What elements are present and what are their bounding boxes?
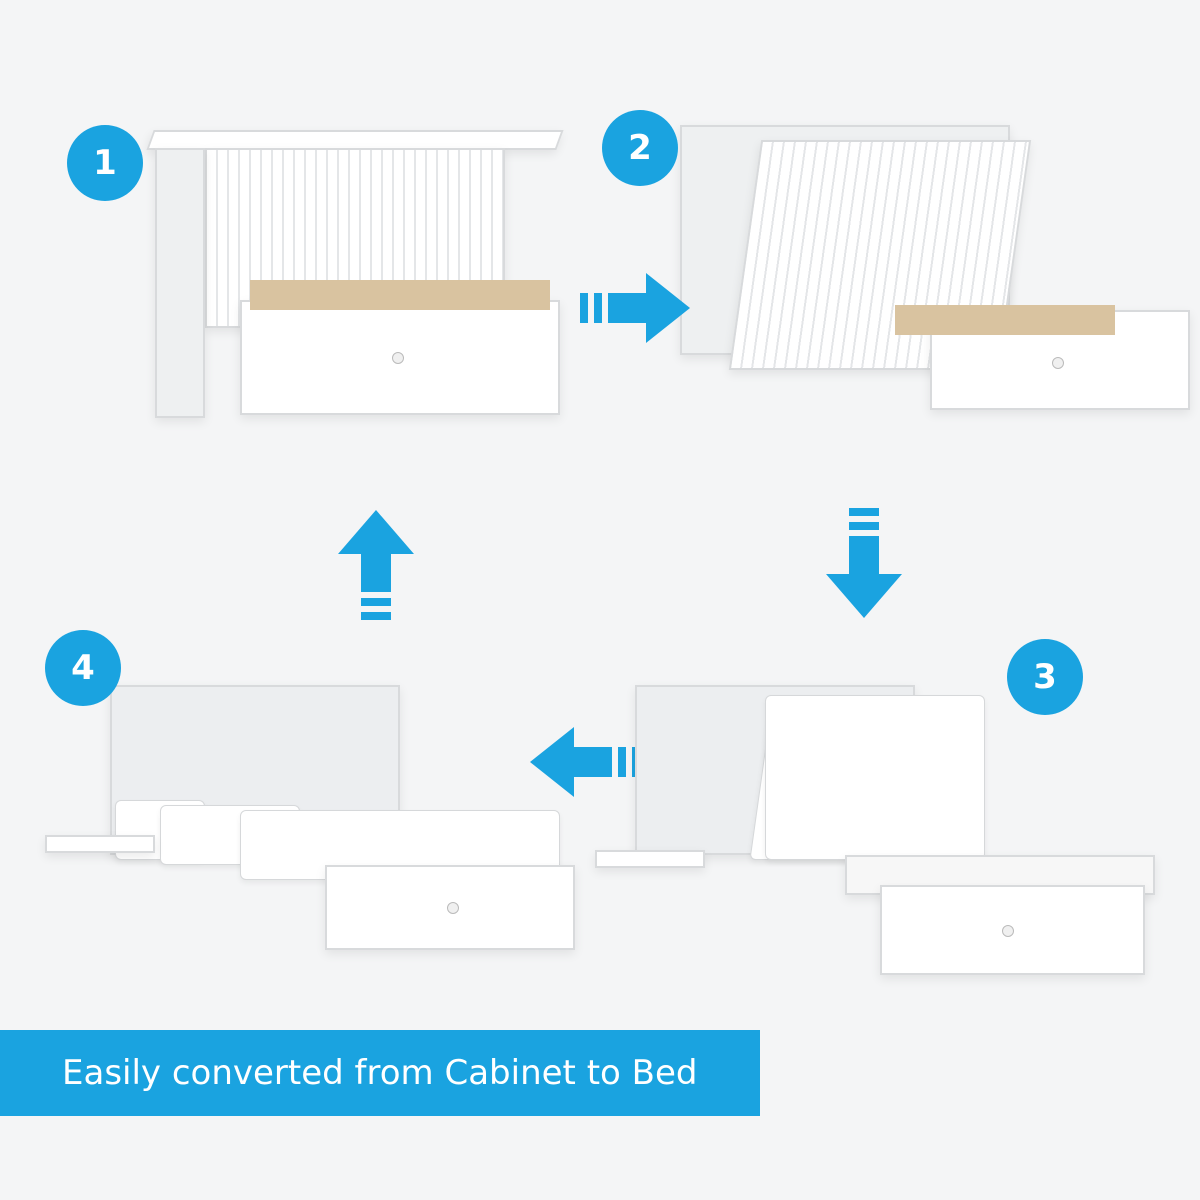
step-2-badge: 2 <box>602 110 678 186</box>
arrow-right-icon <box>580 273 690 343</box>
arrow-up-icon <box>338 510 414 620</box>
step-1-badge: 1 <box>67 125 143 201</box>
caption-banner: Easily converted from Cabinet to Bed <box>0 1030 760 1116</box>
step-3-badge: 3 <box>1007 639 1083 715</box>
bed-unfolding-image <box>595 600 1165 980</box>
arrow-down-icon <box>826 508 902 618</box>
step-4-badge: 4 <box>45 630 121 706</box>
cabinet-opening-image <box>680 100 1190 410</box>
caption-text: Easily converted from Cabinet to Bed <box>62 1053 698 1093</box>
cabinet-closed-image <box>146 110 570 420</box>
bed-open-image <box>45 680 585 980</box>
